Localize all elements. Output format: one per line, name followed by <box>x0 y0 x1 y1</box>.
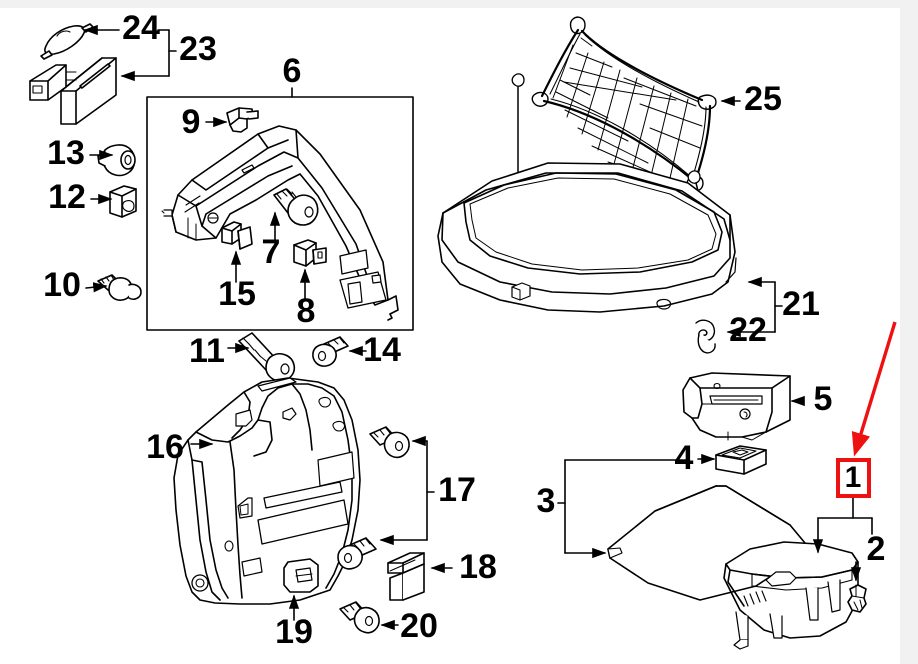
part-9-trim-clip <box>226 107 259 133</box>
callout-label-24: 24 <box>122 9 160 47</box>
part-25-cargo-net <box>531 16 717 192</box>
callout-label-23: 23 <box>179 30 217 68</box>
highlight-group <box>836 321 897 498</box>
part-18-trim-cover-strip <box>387 552 425 601</box>
callout-label-9: 9 <box>182 103 201 141</box>
part-20-screw <box>339 601 380 634</box>
right-margin-strip <box>900 0 918 664</box>
callout-label-5: 5 <box>814 380 833 418</box>
callout-label-16: 16 <box>146 428 184 466</box>
callout-label-10: 10 <box>43 266 81 304</box>
group-box-6 <box>146 96 414 331</box>
part-8-trim-clip <box>293 239 327 267</box>
highlight-arrow <box>851 321 897 457</box>
top-margin-strip <box>0 0 918 8</box>
callout-label-19: 19 <box>275 613 313 651</box>
callout-label-22: 22 <box>729 311 767 349</box>
part-1-rear-sill-scuff-plate <box>723 541 859 650</box>
callout-label-12: 12 <box>48 178 86 216</box>
callout-labels: 24 23 6 9 13 12 10 7 15 8 11 14 16 17 18… <box>43 9 885 651</box>
callout-label-14: 14 <box>363 331 401 369</box>
callout-label-15: 15 <box>218 275 256 313</box>
part-23-cargo-lamp-assembly <box>29 57 117 125</box>
callout-label-17: 17 <box>438 471 476 509</box>
part-7-trim-screw <box>273 188 319 226</box>
part-22-cargo-cover-hook <box>695 319 716 354</box>
leader-3 <box>557 459 689 559</box>
part-5-rear-corner-trim <box>682 372 791 441</box>
part-16-lower-quarter-trim-panel <box>173 377 361 605</box>
part-11-tapping-screw <box>238 332 296 382</box>
part-14-short-screw <box>312 336 349 367</box>
callout-label-7: 7 <box>262 233 281 271</box>
callout-label-18: 18 <box>459 548 497 586</box>
callout-label-2: 2 <box>867 530 886 568</box>
callout-label-8: 8 <box>297 292 316 330</box>
leader-10 <box>85 282 108 293</box>
leader-21-22 <box>726 276 783 338</box>
callout-label-13: 13 <box>47 134 85 172</box>
callout-label-21: 21 <box>782 285 820 323</box>
part-13-round-head-screw <box>97 144 136 177</box>
leader-23 <box>120 29 177 82</box>
callout-label-6: 6 <box>283 52 302 90</box>
callout-label-20: 20 <box>400 607 438 645</box>
part-17-lower-screw <box>337 537 377 570</box>
part-6-upper-quarter-trim <box>161 125 399 321</box>
highlight-box[interactable] <box>836 458 871 498</box>
leader-1-2-bracket <box>812 495 873 582</box>
part-10-push-pin-fastener <box>97 274 142 301</box>
part-12-grommet-cap <box>109 185 137 218</box>
callout-label-1: 1 <box>845 461 862 494</box>
leader-17 <box>379 435 435 546</box>
part-4-floor-pad-block <box>715 445 767 475</box>
callout-label-3: 3 <box>537 482 556 520</box>
callout-label-4: 4 <box>675 439 694 477</box>
part-15-trim-clip <box>221 221 253 250</box>
callout-label-11: 11 <box>189 332 225 370</box>
part-19-access-cover-cap <box>283 558 319 593</box>
callout-label-25: 25 <box>744 80 782 118</box>
part-2-sill-plate-retainer-clip <box>847 584 867 613</box>
part-21-cargo-cover-shade <box>437 73 737 313</box>
part-17-upper-screw <box>369 426 410 459</box>
